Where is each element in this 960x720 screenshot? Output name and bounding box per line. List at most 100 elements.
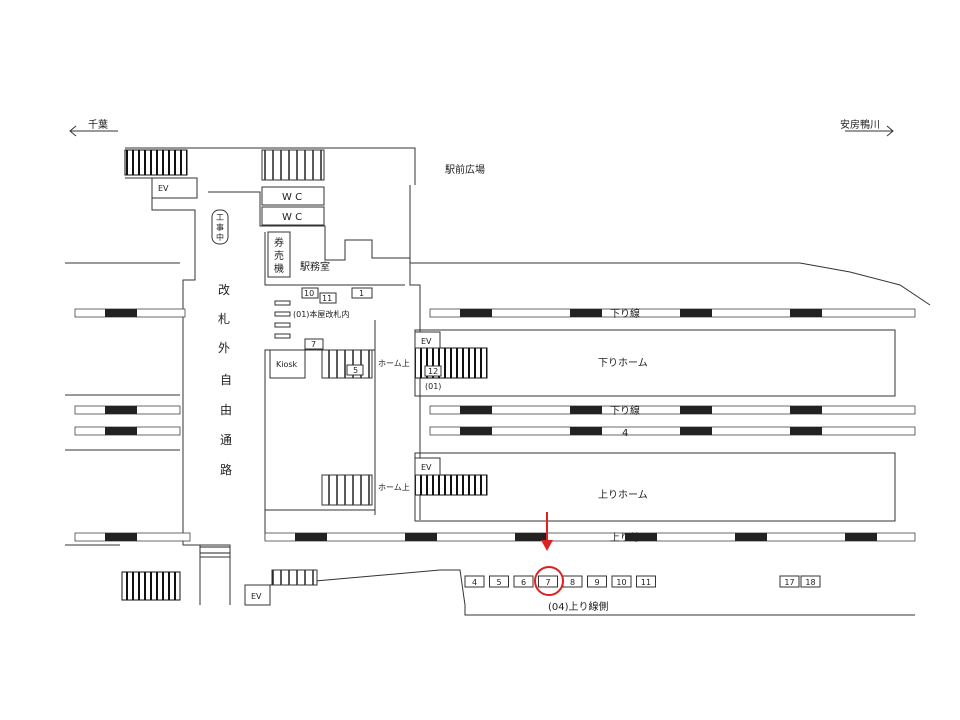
- wc-label-2: W C: [282, 212, 302, 223]
- car-position-box: [489, 575, 509, 588]
- ev-bottom: [244, 584, 271, 606]
- marker-5: 5: [353, 366, 358, 375]
- kiosk: [269, 349, 306, 379]
- car-position-label: 6: [521, 578, 526, 587]
- track-sleeper: [790, 427, 822, 435]
- highlight-circle: [534, 566, 564, 596]
- track-sleeper: [105, 427, 137, 435]
- free-passage-char: 自: [220, 373, 232, 387]
- car-position-label: 7: [545, 578, 550, 587]
- free-passage-char: 外: [218, 341, 230, 355]
- car-position-box: [800, 575, 821, 588]
- track-sleeper: [460, 309, 492, 317]
- ev-label: EV: [158, 184, 169, 193]
- track-sleeper: [515, 533, 547, 541]
- wc-label-1: W C: [282, 192, 302, 203]
- track-sleeper: [105, 533, 137, 541]
- car-position-label: 18: [805, 578, 815, 587]
- construction-char: 事: [216, 222, 224, 232]
- track-sleeper: [790, 406, 822, 414]
- car-position-box: [636, 575, 656, 588]
- ticket-machine: [267, 231, 291, 278]
- track-sleeper: [680, 427, 712, 435]
- building-outline: [65, 147, 931, 616]
- down-platform-label: 下りホーム: [598, 357, 648, 369]
- track-sleeper: [570, 427, 602, 435]
- free-passage-char: 路: [220, 462, 232, 477]
- marker-7: 7: [311, 340, 316, 349]
- car-position-box: [779, 575, 800, 588]
- car-position-label: 10: [616, 578, 626, 587]
- marker-11: 11: [322, 294, 332, 303]
- markers: [274, 287, 442, 377]
- track-sleeper: [105, 309, 137, 317]
- tracks: [74, 308, 916, 542]
- construction-char: 工: [216, 213, 224, 222]
- ticket-machine-char: 機: [274, 262, 284, 275]
- track-sleeper: [790, 309, 822, 317]
- ticket-machine-char: 券: [274, 236, 284, 249]
- free-passage-char: 札: [218, 312, 230, 326]
- track-sleeper: [570, 309, 602, 317]
- free-passage-char: 通: [220, 433, 232, 447]
- track-sleeper: [460, 406, 492, 414]
- wc-room-1: [261, 186, 325, 206]
- escalator-up-platform: [414, 474, 488, 496]
- up-platform-label: 上りホーム: [598, 489, 648, 501]
- ev-label: EV: [421, 337, 432, 346]
- highlight-marker: [534, 512, 564, 596]
- platform-top-label-2: ホーム上: [378, 483, 410, 492]
- marker-12: 12: [428, 367, 438, 376]
- car-position-label: 11: [641, 578, 651, 587]
- escalator-top-left: [124, 149, 188, 176]
- car-position-label: 9: [594, 578, 599, 587]
- stairs-top: [261, 149, 325, 181]
- up-platform: [414, 452, 896, 522]
- ev-label: EV: [421, 463, 432, 472]
- direction-right-label: 安房鴨川: [840, 118, 880, 131]
- track-sleeper: [105, 406, 137, 414]
- ticket-machine-char: 売: [274, 249, 284, 262]
- down-line-label-2: 下り線: [610, 404, 640, 417]
- car-position-label: 8: [570, 578, 575, 587]
- ev-label: EV: [251, 592, 262, 601]
- escalator-bottom-left: [121, 571, 181, 601]
- track-sleeper: [735, 533, 767, 541]
- construction-char: 中: [216, 232, 224, 242]
- direction-left: 千葉: [69, 118, 118, 137]
- stairs-lower: [321, 474, 373, 506]
- kiosk-label: Kiosk: [276, 360, 298, 369]
- up-line-label: 上り線: [610, 531, 640, 544]
- car-position-box: [587, 575, 607, 588]
- office-label: 駅務室: [300, 260, 330, 273]
- track-rail: [429, 405, 916, 415]
- marker-1: 1: [359, 289, 364, 298]
- down-line-label-1: 下り線: [610, 307, 640, 320]
- stairs-passage: [199, 544, 231, 558]
- wc-room-2: [261, 206, 325, 226]
- track-sleeper: [570, 406, 602, 414]
- free-passage-char: 改: [218, 283, 230, 297]
- code-01-label: (01): [425, 382, 441, 391]
- track-rail: [429, 426, 916, 436]
- plaza-label: 駅前広場: [445, 163, 485, 176]
- track-rail: [264, 532, 916, 542]
- free-passage-label: 改 札 外 自 由 通 路: [218, 283, 232, 477]
- car-position-box: [611, 575, 632, 588]
- ev-left: [151, 177, 198, 199]
- car-position-label: 5: [496, 578, 501, 587]
- platform-top-label-1: ホーム上: [378, 359, 410, 368]
- car-position-box: [464, 575, 485, 588]
- track-rail: [429, 308, 916, 318]
- construction-badge: [211, 209, 229, 245]
- track-sleeper: [405, 533, 437, 541]
- track-sleeper: [460, 427, 492, 435]
- car-position-box: [513, 575, 534, 588]
- gate-inside-label: (01)本屋改札内: [293, 309, 349, 319]
- track-4-label: 4: [622, 428, 628, 439]
- marker-10: 10: [304, 289, 314, 298]
- car-position-box: [538, 575, 558, 588]
- free-passage-char: 由: [220, 403, 232, 417]
- track-sleeper: [680, 406, 712, 414]
